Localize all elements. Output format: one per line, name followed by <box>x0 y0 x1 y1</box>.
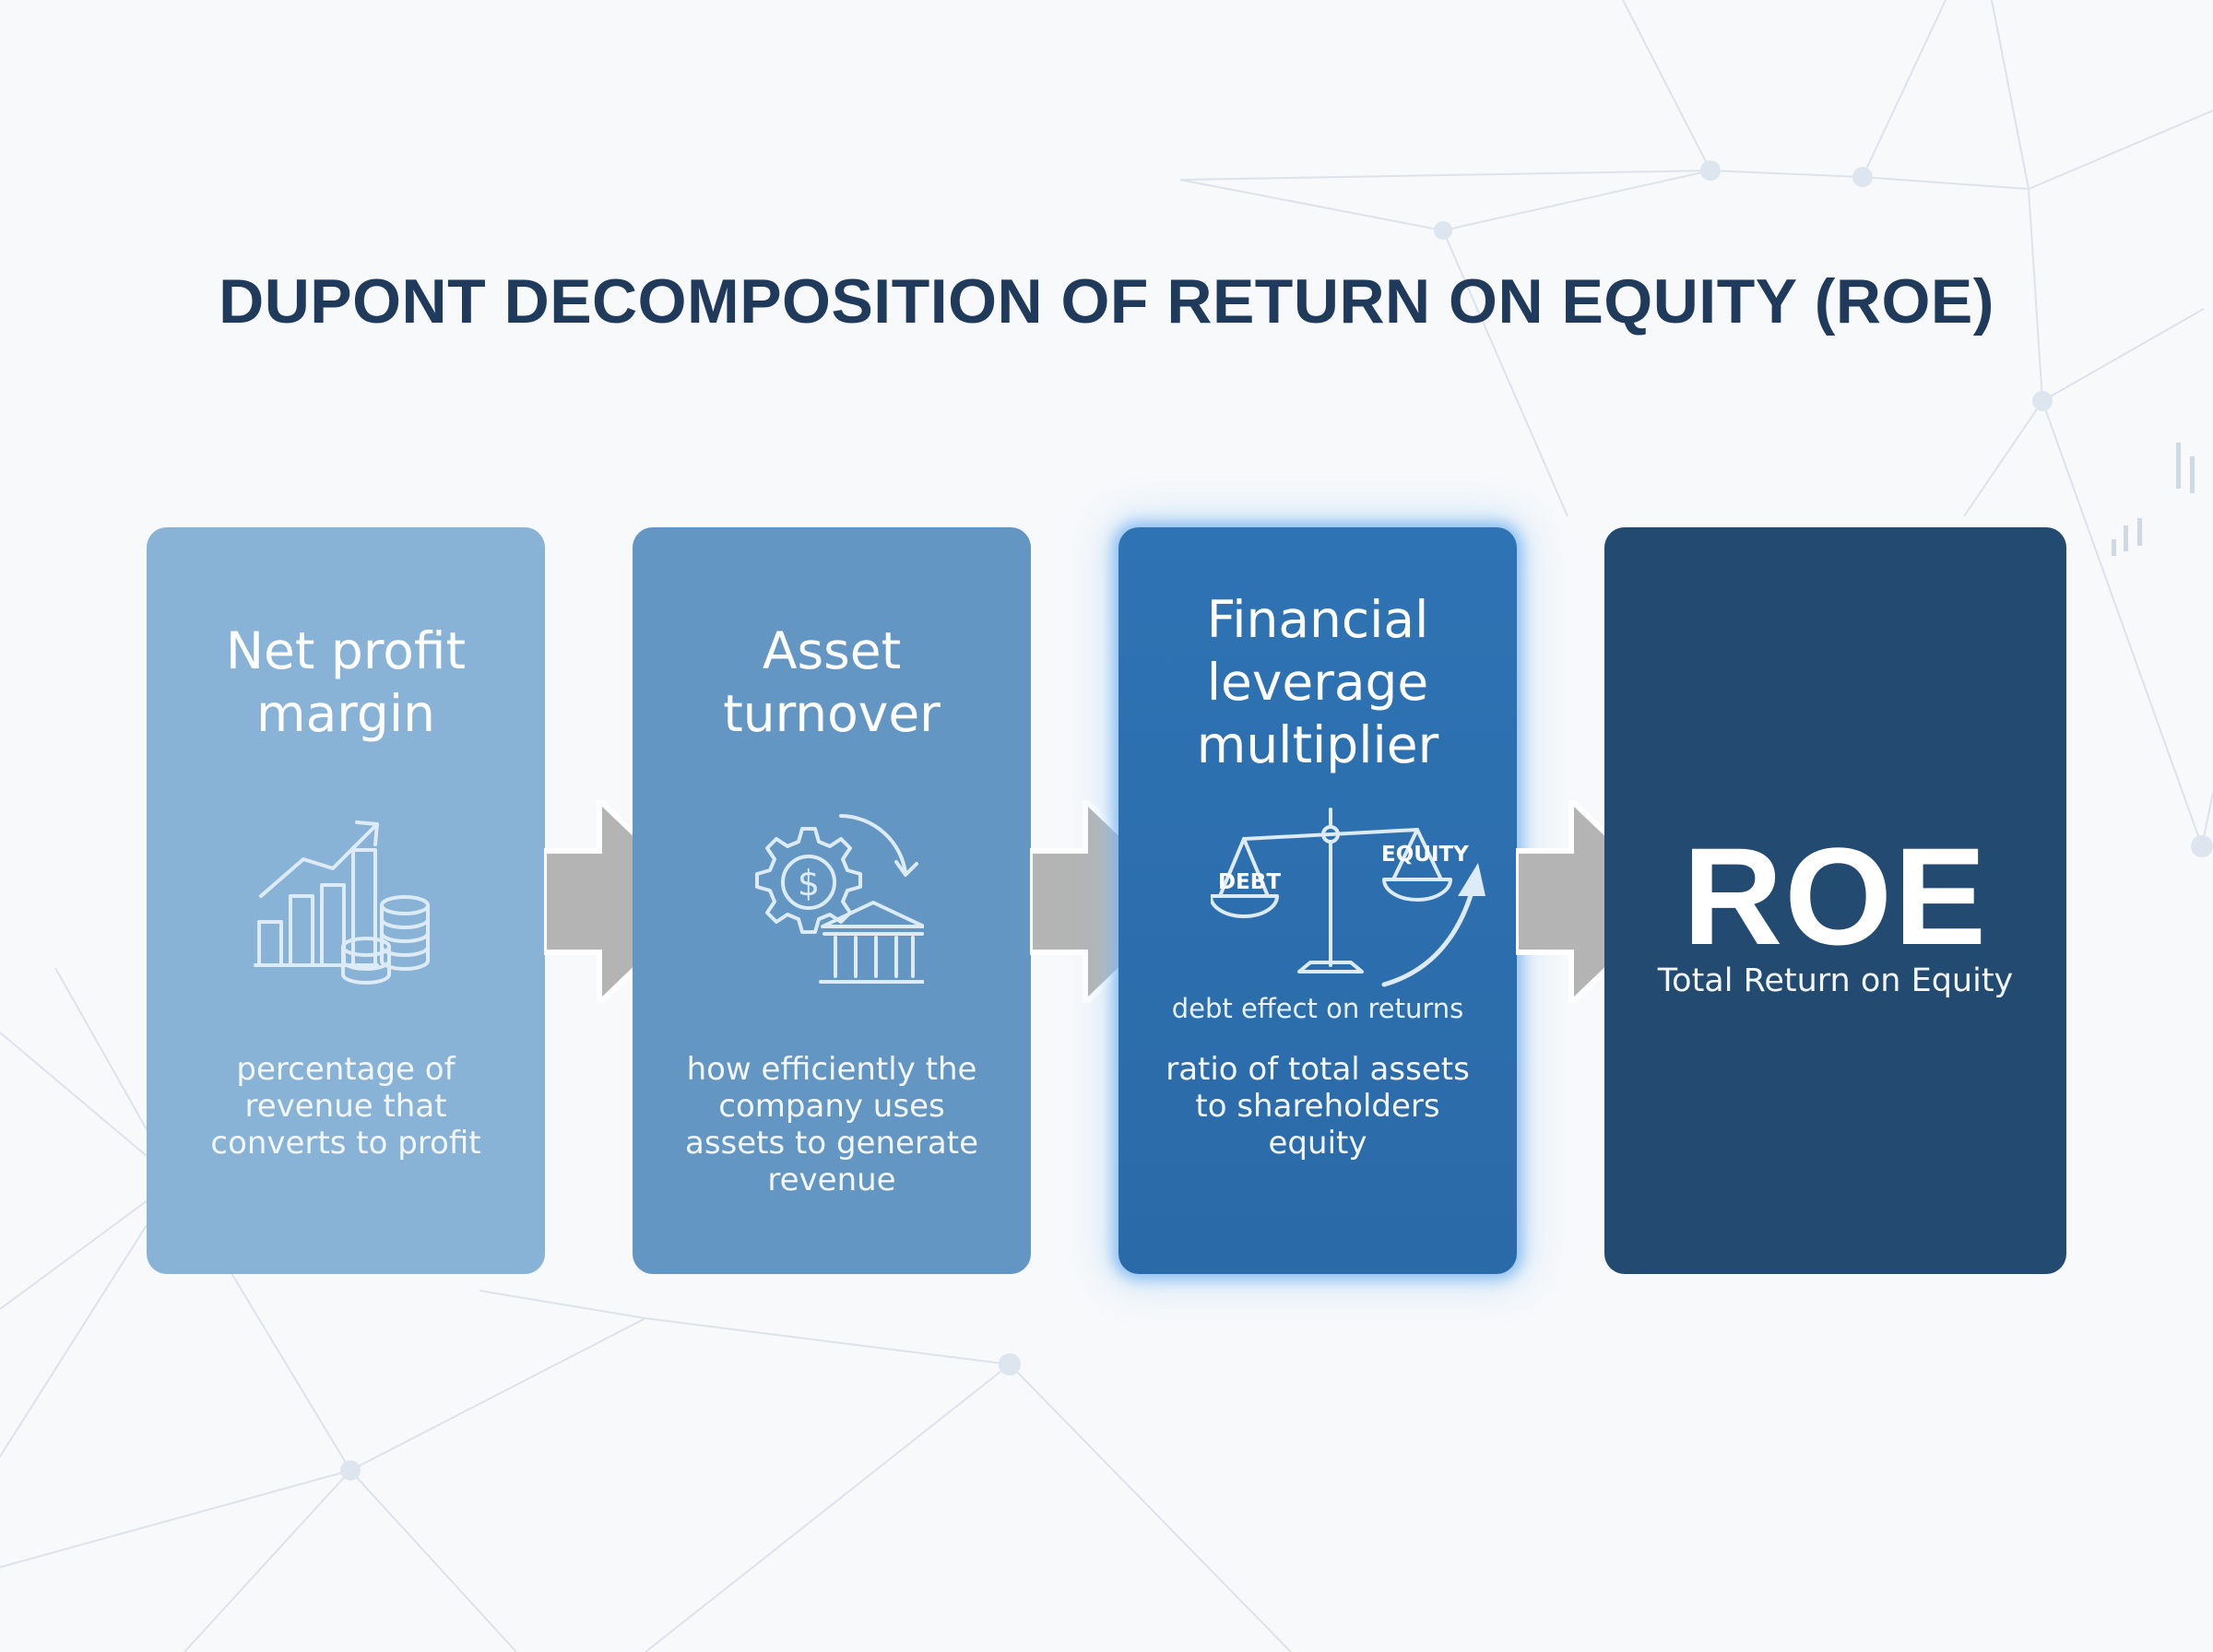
roe-subtitle: Total Return on Equity <box>1657 962 2014 999</box>
leverage-caption: debt effect on returns <box>1171 993 1464 1024</box>
card-desc-line: converts to profit <box>210 1125 481 1162</box>
equity-label: EQUITY <box>1381 843 1469 867</box>
svg-text:$: $ <box>798 863 820 903</box>
card-title-line: Asset <box>762 621 902 680</box>
card-description: percentage of revenue that converts to p… <box>174 1051 517 1162</box>
card-desc-line: assets to generate <box>684 1125 978 1162</box>
card-desc-line: equity <box>1268 1125 1367 1162</box>
roe-heading: ROE <box>1682 819 1989 974</box>
card-description: ratio of total assets to shareholders eq… <box>1146 1051 1489 1162</box>
card-desc-line: company uses <box>718 1088 945 1125</box>
card-title-line: multiplier <box>1196 715 1439 774</box>
gear-dollar-bank-icon: $ <box>755 814 924 984</box>
card-title-line: Net profit <box>225 621 467 680</box>
card-title-line: leverage <box>1206 653 1429 712</box>
card-title: Net profit margin <box>147 620 545 745</box>
growth-chart-coins-icon <box>254 820 430 985</box>
card-title-line: Financial <box>1206 590 1429 649</box>
roe-result-card: ROE Total Return on Equity <box>1604 527 2066 1274</box>
card-title: Financial leverage multiplier <box>1118 588 1517 776</box>
card-desc-line: revenue that <box>244 1088 447 1125</box>
card-desc-line: percentage of <box>236 1051 456 1088</box>
card-desc-line: how efficiently the <box>686 1051 977 1088</box>
card-title-line: margin <box>256 684 435 743</box>
debt-label: DEBT <box>1218 870 1282 894</box>
card-desc-line: ratio of total assets <box>1166 1051 1470 1088</box>
asset-turnover-card: Asset turnover $ how efficiently the com… <box>633 527 1031 1274</box>
scale-labels: DEBT EQUITY <box>1211 804 1487 988</box>
card-desc-line: revenue <box>767 1162 896 1198</box>
balance-scale-icon <box>1211 808 1485 987</box>
card-title-line: turnover <box>723 684 941 743</box>
card-description: how efficiently the company uses assets … <box>660 1051 1003 1198</box>
page-title: DUPONT DECOMPOSITION OF RETURN ON EQUITY… <box>219 266 1994 336</box>
card-title: Asset turnover <box>633 620 1031 745</box>
financial-leverage-card: Financial leverage multiplier DEBT EQUIT… <box>1118 527 1517 1274</box>
card-desc-line: to shareholders <box>1195 1088 1440 1125</box>
net-profit-margin-card: Net profit margin percentage of revenue … <box>147 527 545 1274</box>
